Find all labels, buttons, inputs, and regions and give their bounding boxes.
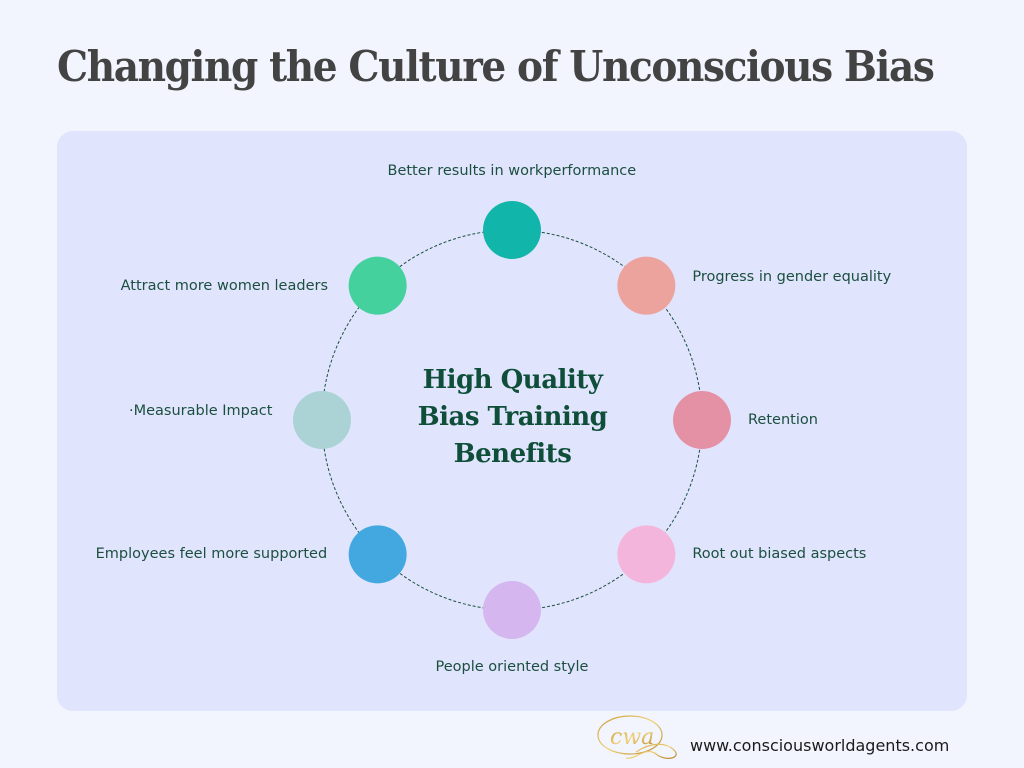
center-heading-line-2: Bias Training <box>417 402 608 432</box>
benefit-label-3: Root out biased aspects <box>692 546 867 563</box>
benefit-node-3 <box>617 525 676 584</box>
benefit-node-2 <box>673 391 731 449</box>
benefit-label-6: ·Measurable Impact <box>129 403 273 419</box>
benefit-node-6 <box>293 391 351 449</box>
benefit-node-4 <box>483 581 541 639</box>
website-link[interactable]: www.consciousworldagents.com <box>690 736 950 755</box>
benefit-node-5 <box>348 525 407 584</box>
cwa-logo-icon: cwa <box>597 715 677 759</box>
center-heading-line-1: High Quality <box>422 365 603 395</box>
benefit-label-5: Employees feel more supported <box>95 546 328 563</box>
benefit-label-0: Better results in workperformance <box>387 163 637 179</box>
benefit-label-1: Progress in gender equality <box>692 268 892 285</box>
benefit-label-2: Retention <box>748 412 818 428</box>
benefit-label-4: People oriented style <box>435 659 589 675</box>
svg-text:cwa: cwa <box>610 725 654 750</box>
center-heading: High Quality Bias Training Benefits <box>400 362 625 473</box>
benefit-node-0 <box>483 201 541 259</box>
benefit-node-7 <box>348 256 407 315</box>
page-title: Changing the Culture of Unconscious Bias <box>57 42 935 91</box>
benefit-label-7: Attract more women leaders <box>120 277 329 294</box>
center-heading-line-3: Benefits <box>453 439 572 469</box>
benefit-node-1 <box>617 256 676 315</box>
